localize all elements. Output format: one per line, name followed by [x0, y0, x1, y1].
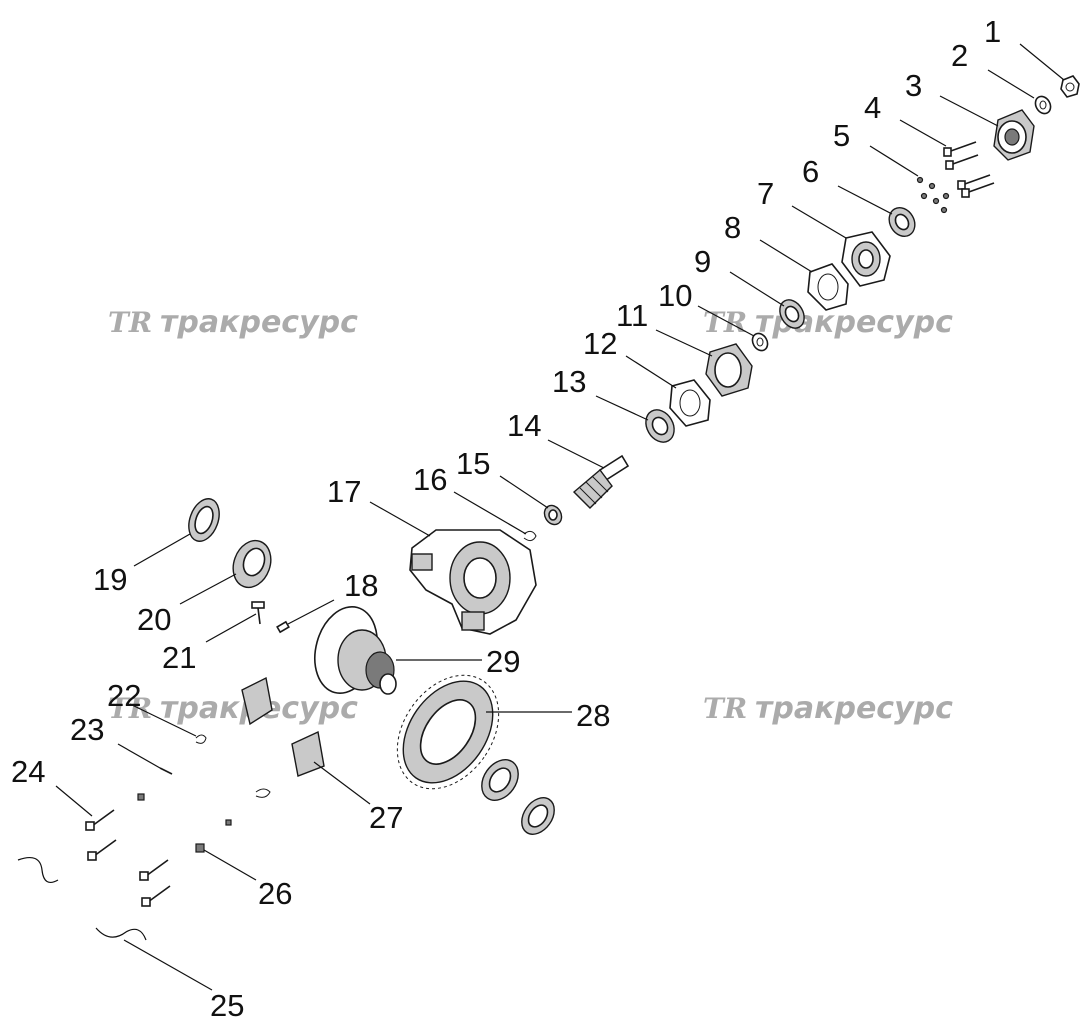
break-mark-bottom [95, 927, 147, 941]
callout-8: 8 [724, 210, 741, 245]
watermark-text: тракресурс [755, 691, 953, 726]
callout-6: 6 [802, 154, 819, 189]
callout-1: 1 [984, 14, 1001, 49]
callout-19: 19 [93, 562, 127, 597]
watermark-top-right: TR тракресурс [703, 305, 953, 340]
callout-16: 16 [413, 462, 447, 497]
callout-15: 15 [456, 446, 490, 481]
callout-23: 23 [70, 712, 104, 747]
part-washer [1034, 95, 1052, 115]
watermark-logo: TR [108, 306, 152, 339]
watermark-logo: TR [703, 306, 747, 339]
callout-20: 20 [137, 602, 171, 637]
part-lock-washers [916, 176, 950, 214]
callout-26: 26 [258, 876, 292, 911]
part-shim [669, 379, 711, 427]
part-bolts-4 [943, 141, 995, 198]
part-bolts-25 [139, 859, 171, 907]
part-bearing-lower [481, 759, 519, 801]
part-seal [888, 206, 916, 238]
callout-4: 4 [864, 90, 881, 125]
callout-25: 25 [210, 988, 244, 1023]
part-pin-18 [276, 620, 290, 634]
watermark-logo: TR [703, 692, 747, 725]
watermark-top-left: TR тракресурс [108, 305, 358, 340]
break-mark-left [17, 857, 59, 883]
part-ring-gear [396, 674, 500, 790]
part-differential-case [314, 605, 397, 695]
callout-29: 29 [486, 644, 520, 679]
part-bearing-20 [232, 539, 272, 589]
callout-14: 14 [507, 408, 541, 443]
callout-17: 17 [327, 474, 361, 509]
part-carrier-housing [409, 529, 537, 635]
watermark-text: тракресурс [160, 305, 358, 340]
part-bolts-24 [85, 809, 117, 861]
callout-13: 13 [552, 364, 586, 399]
callout-5: 5 [833, 118, 850, 153]
callout-10: 10 [658, 278, 692, 313]
watermark-bottom-left: TR тракресурс [108, 691, 358, 726]
callout-28: 28 [576, 698, 610, 733]
part-drive-pinion [572, 454, 630, 509]
part-lock-plate [195, 734, 207, 744]
callout-18: 18 [344, 568, 378, 603]
part-adjusting-nut-19 [188, 498, 220, 542]
watermark-logo: TR [108, 692, 152, 725]
callout-21: 21 [162, 640, 196, 675]
part-adjusting-nut-lower [521, 797, 555, 835]
callout-24: 24 [11, 754, 45, 789]
callout-22: 22 [107, 678, 141, 713]
part-flange [993, 109, 1035, 161]
part-nut [1060, 75, 1080, 98]
part-pilot-bearing [543, 504, 563, 526]
part-gasket [807, 263, 849, 311]
part-bearing-13 [645, 409, 675, 443]
part-screw-26 [195, 843, 205, 853]
part-spacer [751, 332, 769, 352]
callout-27: 27 [369, 800, 403, 835]
callout-3: 3 [905, 68, 922, 103]
part-lock-tab-b [291, 730, 325, 777]
part-pin-23 [159, 767, 173, 775]
part-bearing-cage [705, 343, 753, 397]
part-bearing-9 [779, 299, 805, 329]
callout-numbers: 1 2 3 4 5 6 7 8 9 10 11 12 13 14 15 16 1… [11, 14, 1001, 1023]
callout-9: 9 [694, 244, 711, 279]
callout-12: 12 [583, 326, 617, 361]
part-small-screws [137, 788, 271, 826]
leader-lines [55, 43, 1065, 991]
part-bolt-21 [251, 601, 265, 625]
part-cover [841, 231, 891, 287]
callout-11: 11 [616, 298, 648, 333]
callout-2: 2 [951, 38, 968, 73]
watermark-bottom-right: TR тракресурс [703, 691, 953, 726]
callout-7: 7 [757, 176, 774, 211]
part-snap-ring [523, 530, 537, 542]
part-lock-tab-a [241, 676, 273, 726]
